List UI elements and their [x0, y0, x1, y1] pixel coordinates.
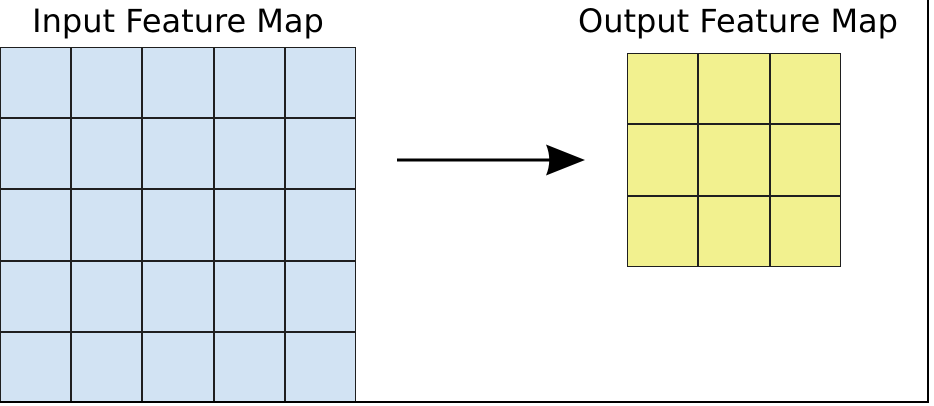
grid-cell [71, 47, 143, 119]
grid-cell [627, 195, 699, 267]
grid-cell [0, 47, 72, 119]
grid-cell [284, 331, 356, 403]
grid-cell [142, 47, 214, 119]
grid-cell [71, 331, 143, 403]
grid-cell [213, 118, 285, 190]
grid-cell [213, 189, 285, 261]
grid-cell [769, 53, 841, 125]
grid-cell [0, 331, 72, 403]
figure-border-bottom [0, 401, 929, 403]
right-arrow-icon [397, 144, 585, 176]
grid-cell [627, 53, 699, 125]
grid-cell [0, 260, 72, 332]
grid-cell [284, 47, 356, 119]
figure-border-right [927, 0, 929, 403]
grid-cell [213, 47, 285, 119]
grid-cell [71, 189, 143, 261]
grid-cell [698, 53, 770, 125]
grid-cell [627, 124, 699, 196]
grid-cell [769, 195, 841, 267]
grid-cell [0, 189, 72, 261]
grid-cell [284, 260, 356, 332]
grid-cell [698, 124, 770, 196]
grid-cell [0, 118, 72, 190]
grid-cell [71, 118, 143, 190]
grid-cell [769, 124, 841, 196]
output-feature-map-grid [627, 53, 841, 267]
input-feature-map-grid [0, 47, 356, 403]
grid-cell [284, 189, 356, 261]
arrow-head [546, 144, 585, 176]
input-map-title: Input Feature Map [32, 2, 324, 40]
grid-cell [142, 118, 214, 190]
grid-cell [142, 331, 214, 403]
grid-cell [213, 260, 285, 332]
grid-cell [698, 195, 770, 267]
grid-cell [142, 189, 214, 261]
grid-cell [71, 260, 143, 332]
output-map-title: Output Feature Map [578, 2, 898, 40]
grid-cell [142, 260, 214, 332]
grid-cell [213, 331, 285, 403]
grid-cell [284, 118, 356, 190]
